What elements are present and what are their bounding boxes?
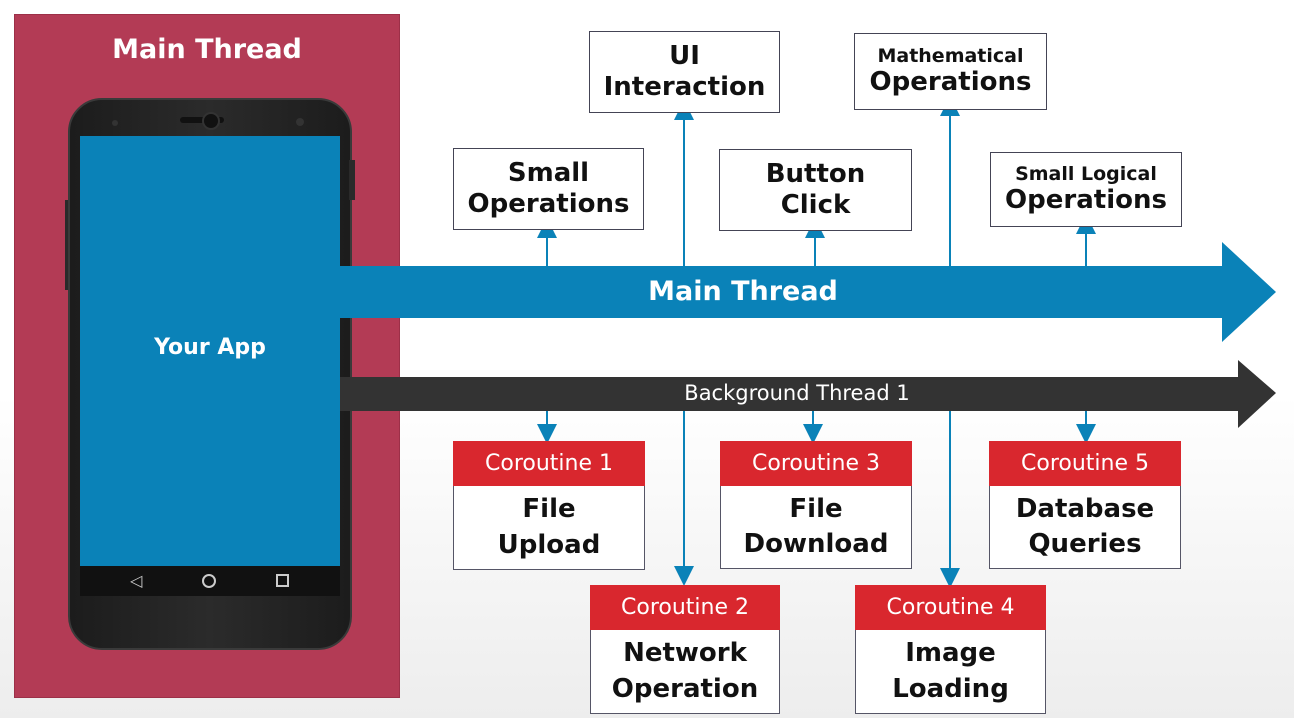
main-thread-label: Main Thread bbox=[648, 276, 838, 307]
phone-sensor-right bbox=[296, 118, 304, 126]
coroutine-task-line2: Download bbox=[743, 529, 889, 559]
back-icon: ◁ bbox=[130, 571, 143, 590]
app-label: Your App bbox=[154, 335, 266, 360]
coroutine-task-line1: Image bbox=[905, 638, 996, 669]
phone-camera-icon bbox=[202, 112, 220, 130]
phone-sensor bbox=[112, 120, 118, 126]
phone-power-button bbox=[349, 160, 355, 200]
coroutine-header: Coroutine 3 bbox=[720, 441, 912, 486]
coroutine-header: Coroutine 2 bbox=[590, 585, 780, 630]
recent-apps-icon bbox=[276, 574, 289, 587]
coroutine-task-line1: File bbox=[522, 494, 576, 525]
coroutine-task-line1: Network bbox=[623, 638, 747, 669]
background-thread-arrow bbox=[340, 360, 1276, 428]
task-line1: Small Logical bbox=[1015, 162, 1157, 185]
coroutine-task-line2: Queries bbox=[1028, 529, 1142, 559]
task-line1: Button bbox=[765, 158, 866, 189]
task-line2: Operations bbox=[467, 189, 630, 219]
task-line2: Operations bbox=[869, 67, 1032, 98]
phone-screen bbox=[80, 136, 340, 568]
main-thread-arrow bbox=[340, 242, 1276, 342]
task-line2: Click bbox=[780, 190, 851, 220]
background-thread-label: Background Thread 1 bbox=[684, 381, 910, 405]
coroutine-header: Coroutine 4 bbox=[855, 585, 1046, 630]
coroutine-task-line2: Operation bbox=[611, 673, 759, 704]
home-icon bbox=[202, 574, 216, 588]
task-line2: Operations bbox=[1005, 185, 1167, 216]
task-line1: UI bbox=[669, 40, 700, 71]
coroutine-header: Coroutine 1 bbox=[453, 441, 645, 486]
coroutine-header: Coroutine 5 bbox=[989, 441, 1181, 486]
task-line1: Small bbox=[507, 157, 590, 188]
phone-volume-button bbox=[65, 200, 70, 290]
coroutine-task-line2: Upload bbox=[497, 529, 601, 560]
task-line1: Mathematical bbox=[877, 44, 1024, 67]
coroutine-task-line1: Database bbox=[1015, 493, 1155, 524]
coroutine-task-line2: Loading bbox=[892, 673, 1009, 704]
panel-title: Main Thread bbox=[112, 34, 302, 65]
coroutine-task-line1: File bbox=[789, 493, 843, 524]
task-line2: Interaction bbox=[603, 72, 766, 102]
